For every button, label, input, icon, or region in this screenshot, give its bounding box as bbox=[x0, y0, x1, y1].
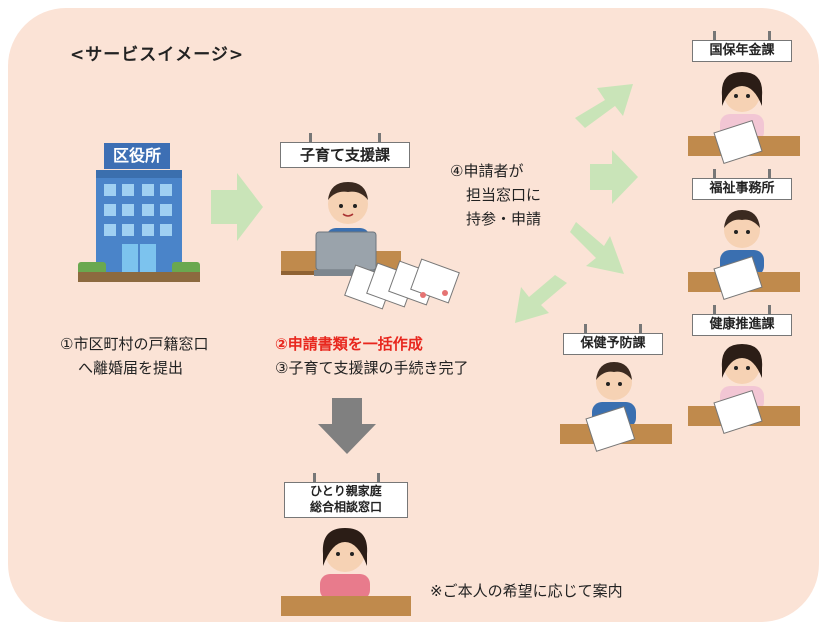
ward-office-building-icon bbox=[78, 170, 200, 282]
arrow-right-icon bbox=[211, 173, 263, 241]
desk-with-document-icon bbox=[688, 389, 800, 435]
arrow-down-left-icon bbox=[515, 275, 567, 323]
arrow-down-right-icon bbox=[570, 222, 624, 274]
step4-line1: ④申請者が bbox=[450, 162, 524, 180]
fukushi-sign: 福祉事務所 bbox=[692, 169, 792, 200]
hitori-sign: ひとり親家庭 総合相談窓口 bbox=[284, 473, 408, 518]
ward-office-sign: 区役所 bbox=[104, 143, 170, 169]
hoken-sign: 保健予防課 bbox=[563, 324, 663, 355]
desk-with-document-icon bbox=[688, 119, 800, 165]
arrow-up-right-icon bbox=[575, 84, 633, 128]
desk-icon bbox=[281, 596, 411, 616]
hitori-sign-line1: ひとり親家庭 bbox=[310, 484, 382, 498]
step1-line2: へ離婚届を提出 bbox=[78, 359, 184, 377]
step2-caption: ②申請書類を一括作成 bbox=[275, 335, 423, 353]
step1-line1: ①市区町村の戸籍窓口 bbox=[60, 335, 209, 353]
arrow-right-icon bbox=[590, 150, 638, 204]
desk-with-document-icon bbox=[688, 255, 800, 301]
kenko-sign: 健康推進課 bbox=[692, 305, 792, 336]
diagram-panel bbox=[8, 8, 819, 622]
diagram-title: <サービスイメージ> bbox=[70, 45, 245, 65]
step3-caption: ③子育て支援課の手続き完了 bbox=[275, 359, 469, 377]
step4-line2: 担当窓口に bbox=[466, 186, 542, 204]
arrow-down-icon bbox=[318, 398, 376, 454]
desk-with-document-icon bbox=[560, 405, 672, 452]
documents-stack-icon bbox=[344, 258, 460, 310]
staff-person-icon bbox=[320, 528, 370, 600]
laptop-icon bbox=[314, 231, 378, 276]
hitori-sign-line2: 総合相談窓口 bbox=[309, 500, 382, 514]
guidance-note: ※ご本人の希望に応じて案内 bbox=[430, 582, 623, 600]
kokuho-sign: 国保年金課 bbox=[692, 31, 792, 62]
step4-line3: 持参・申請 bbox=[466, 210, 542, 228]
kosodate-sign: 子育て支援課 bbox=[280, 133, 410, 168]
